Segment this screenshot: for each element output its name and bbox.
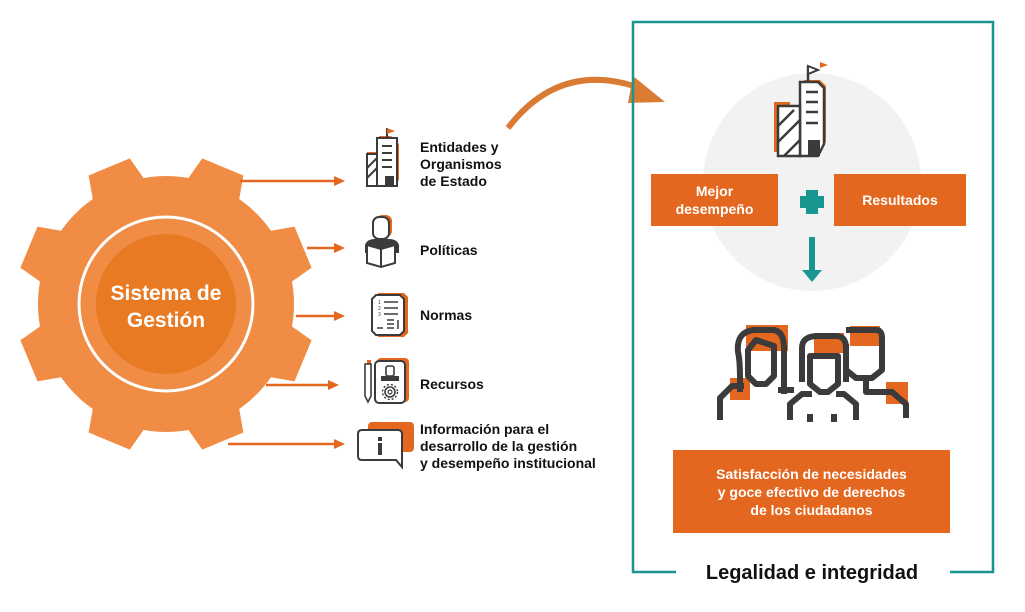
label-line: Organismos xyxy=(420,156,502,172)
label-line: Políticas xyxy=(420,242,478,258)
down-arrow-icon xyxy=(802,237,822,282)
svg-text:1: 1 xyxy=(378,300,381,306)
box-line: Mejor xyxy=(695,183,734,199)
plus-icon xyxy=(800,190,824,214)
curved-arrow xyxy=(505,76,665,130)
building-icon xyxy=(366,128,399,187)
label-line: y desempeño institucional xyxy=(420,455,596,471)
svg-text:2: 2 xyxy=(378,306,381,312)
label-line: Entidades y xyxy=(420,139,499,155)
pencil-stamp-gear-icon xyxy=(364,358,409,404)
box-line: y goce efectivo de derechos xyxy=(717,483,906,500)
gear-icon xyxy=(20,158,312,450)
box-line: Satisfacción de necesidades xyxy=(716,465,907,482)
label-line: Recursos xyxy=(420,376,484,392)
input-label-politicas: Políticas xyxy=(420,242,478,259)
mejor-desempeno-box: Mejor desempeño xyxy=(651,174,778,226)
input-label-entidades: Entidades y Organismos de Estado xyxy=(420,139,502,190)
label-line: Normas xyxy=(420,307,473,323)
gear-title-line-2: Gestión xyxy=(126,309,206,332)
gray-circle xyxy=(703,73,921,291)
info-speech-bubble-icon xyxy=(357,422,414,470)
connector-arrows xyxy=(228,176,345,449)
arrow-to-entidades xyxy=(240,176,345,186)
arrow-to-informacion xyxy=(228,439,345,449)
person-reading-icon xyxy=(365,215,399,269)
gear-title-line-1: Sistema de xyxy=(110,282,222,305)
input-label-informacion: Información para el desarrollo de la ges… xyxy=(420,421,596,472)
box-text: Resultados xyxy=(862,192,938,208)
box-line: de los ciudadanos xyxy=(750,501,873,518)
arrow-to-recursos xyxy=(266,380,339,390)
input-label-normas: Normas xyxy=(420,307,472,324)
resultados-box: Resultados xyxy=(834,174,966,226)
arrow-to-politicas xyxy=(307,243,345,253)
citizens-people-icon xyxy=(717,325,909,422)
label-line: Información para el xyxy=(420,421,550,437)
building-icon-large xyxy=(774,62,828,158)
numbered-list-document-icon: 1 2 3 xyxy=(371,293,408,337)
label-line: desarrollo de la gestión xyxy=(420,438,578,454)
legalidad-frame xyxy=(631,20,995,574)
svg-text:3: 3 xyxy=(378,312,381,318)
label-line: de Estado xyxy=(420,173,487,189)
satisfaccion-box: Satisfacción de necesidades y goce efect… xyxy=(673,450,950,533)
frame-label: Legalidad e integridad xyxy=(680,560,944,586)
gear-core xyxy=(96,234,236,374)
gear-title: Sistema de Gestión xyxy=(86,280,246,334)
box-line: desempeño xyxy=(675,201,754,217)
arrow-to-normas xyxy=(296,311,345,321)
gear-inner-ring xyxy=(77,215,255,393)
input-label-recursos: Recursos xyxy=(420,376,484,393)
